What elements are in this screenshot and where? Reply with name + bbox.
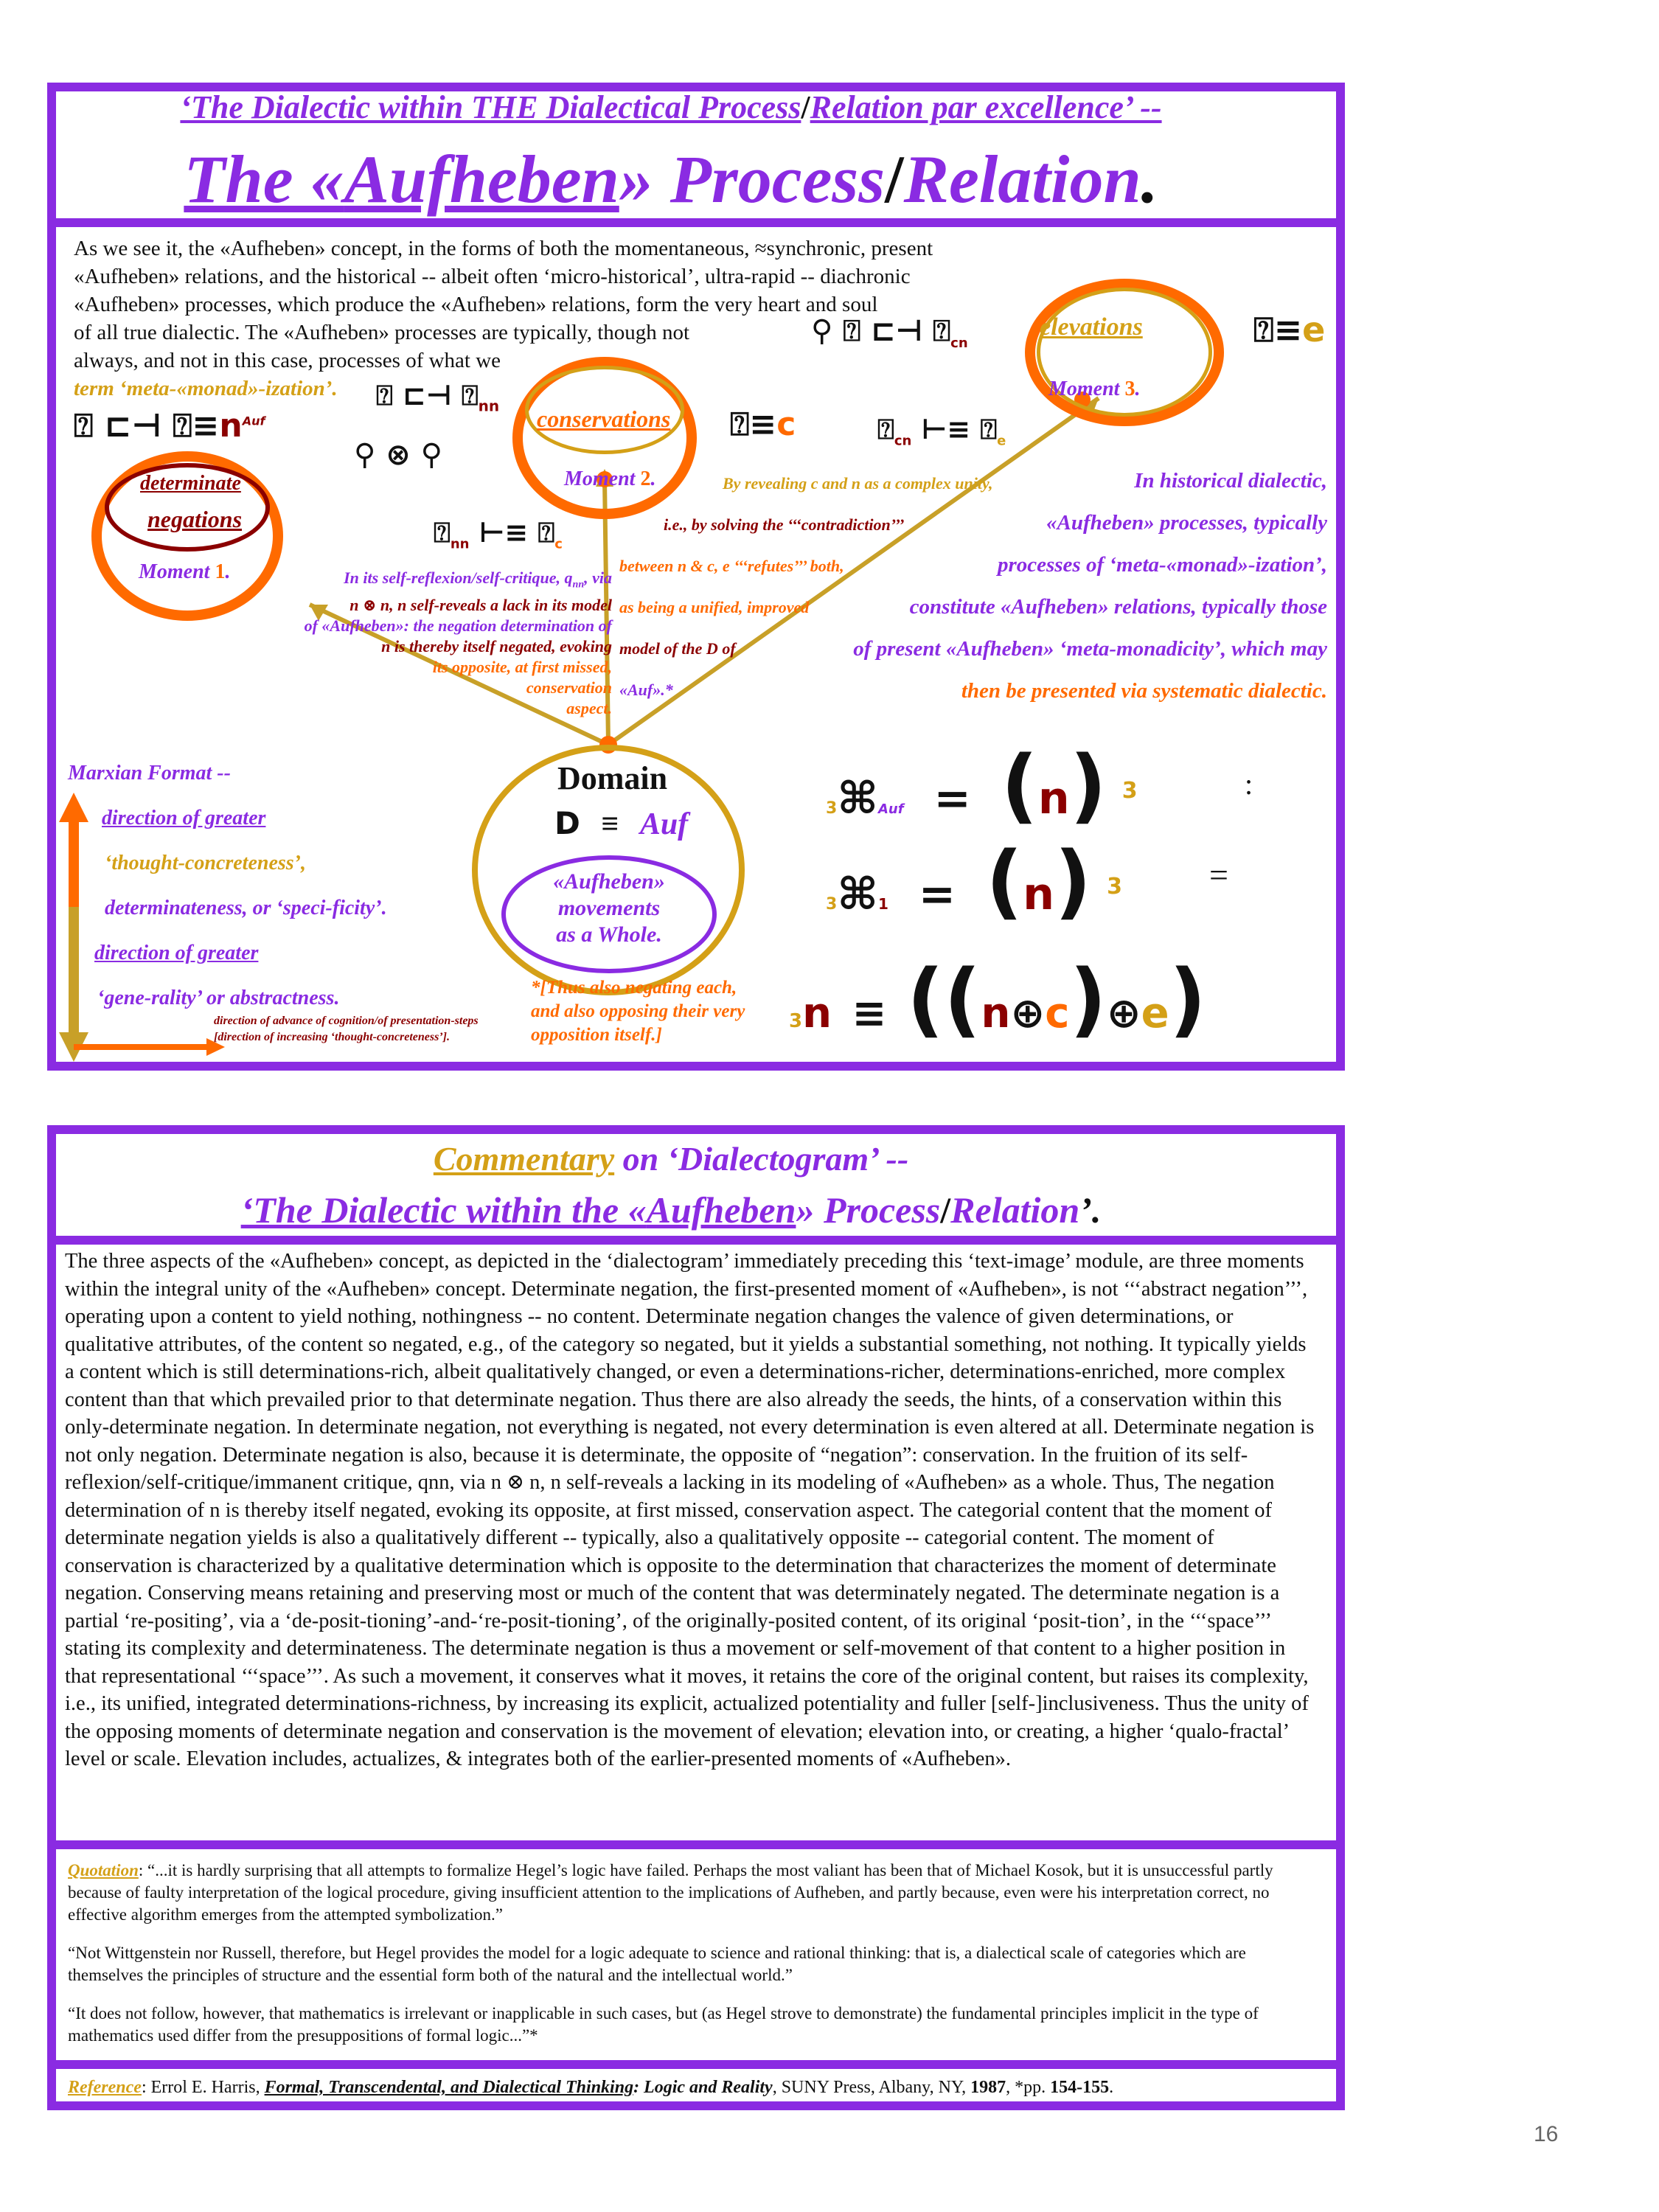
symbol-e-cluster: ⍰≡e bbox=[1253, 310, 1326, 349]
symbol-cn-e-cluster: ⍰cn ⊢≡ ⍰e bbox=[877, 413, 1006, 449]
marxian-format: Marxian Format -- direction of greater ‘… bbox=[68, 762, 387, 1009]
intro-line: term ‘meta-«monad»-ization’. bbox=[74, 377, 338, 400]
formula-row-2: 3⌘1 = (n) 3 bbox=[826, 834, 1123, 928]
quotation-3: “It does not follow, however, that mathe… bbox=[68, 2004, 1259, 2045]
moment-3-label: Moment 3. bbox=[1048, 378, 1141, 400]
intro-line: «Aufheben» relations, and the historical… bbox=[74, 265, 911, 288]
intro-line: always, and not in this case, processes … bbox=[74, 349, 501, 372]
arrow-domain-conservations bbox=[602, 479, 611, 745]
conservations-label: conservations bbox=[537, 406, 671, 432]
page-number: 16 bbox=[1534, 2122, 1559, 2146]
dialectogram-title: The «Aufheben» Process/Relation. bbox=[184, 142, 1158, 217]
symbol-otimes-cluster: ⚲ ⊗ ⚲ bbox=[354, 438, 442, 472]
symbol-nn-cluster: ⍰ ⊏⊣ ⍰nn bbox=[376, 379, 500, 415]
title-divider bbox=[47, 218, 1345, 227]
symbol-nn-c-cluster: ⍰nn ⊢≡ ⍰c bbox=[434, 516, 563, 552]
arrowhead-negations bbox=[310, 605, 328, 621]
commentary-quote-divider bbox=[47, 1840, 1345, 1849]
quotation-1: Quotation: “...it is hardly surprising t… bbox=[68, 1861, 1273, 1924]
negations-label-b: negations bbox=[147, 506, 243, 532]
domain-node bbox=[472, 745, 745, 995]
note-historical: In historical dialectic, «Aufheben» proc… bbox=[853, 469, 1327, 703]
elevations-node-inner bbox=[1037, 288, 1212, 417]
domain-formula: D ≡ Auf bbox=[554, 805, 689, 841]
formula-colon: : bbox=[1245, 768, 1253, 801]
note-revealing: By revealing c and n as a complex unity,… bbox=[619, 474, 993, 699]
formula-row-3: 3n ≡ ((n⊕c)⊕e) bbox=[789, 952, 1206, 1046]
dialectogram-frame bbox=[47, 83, 1345, 1071]
intro-line: «Aufheben» processes, which produce the … bbox=[74, 293, 878, 316]
note-self-reflexion: In its self-reflexion/self-critique, qnn… bbox=[304, 568, 612, 718]
symbol-c-cluster: ⍰≡c bbox=[730, 406, 796, 443]
moment-1-label: Moment 1. bbox=[139, 560, 231, 583]
moment-2-label: Moment 2. bbox=[564, 467, 656, 490]
intro-line: As we see it, the «Aufheben» concept, in… bbox=[74, 237, 933, 260]
symbol-cn-cluster: ⚲ ⍰ ⊏⊣ ⍰cn bbox=[811, 314, 968, 351]
domain-label: Domain bbox=[557, 760, 668, 796]
commentary-title-divider bbox=[47, 1236, 1345, 1245]
negations-node-inner bbox=[105, 463, 270, 552]
advance-legend: direction of advance of cognition/of pre… bbox=[214, 1015, 479, 1043]
arrow-domain-elevations bbox=[607, 396, 1100, 747]
commentary-ref-divider bbox=[47, 2060, 1345, 2069]
intro-line: of all true dialectic. The «Aufheben» pr… bbox=[74, 321, 690, 344]
symbol-n-cluster: ⍰ ⊏⊣ ⍰≡nAuf bbox=[74, 407, 265, 445]
domain-footnote: *[Thus also negating each, and also oppo… bbox=[531, 978, 745, 1045]
formula-row-1: 3⌘Auf = (n) 3 bbox=[826, 738, 1138, 832]
formula-equals: = bbox=[1209, 856, 1228, 894]
dialectogram-subtitle: ‘The Dialectic within THE Dialectical Pr… bbox=[180, 89, 1162, 125]
commentary-body: The three aspects of the «Aufheben» conc… bbox=[65, 1250, 1315, 1770]
arrow-domain-negations bbox=[308, 602, 610, 747]
negations-label-a: determinate bbox=[140, 472, 241, 495]
quotation-2: “Not Wittgenstein nor Russell, therefore… bbox=[68, 1944, 1246, 1984]
reference-line: Reference: Errol E. Harris, Formal, Tran… bbox=[68, 2078, 1114, 2097]
conservations-node-inner bbox=[525, 366, 684, 454]
commentary-title: Commentary on ‘Dialectogram’ -- bbox=[433, 1140, 909, 1178]
commentary-frame bbox=[47, 1125, 1345, 2110]
intro-paragraph: As we see it, the «Aufheben» concept, in… bbox=[74, 234, 1025, 403]
elevations-label: elevations bbox=[1040, 313, 1143, 341]
commentary-subtitle: ‘The Dialectic within the «Aufheben» Pro… bbox=[240, 1189, 1102, 1231]
quotation-block: Quotation: “...it is hardly surprising t… bbox=[68, 1860, 1321, 2063]
domain-inner-node bbox=[501, 855, 717, 973]
domain-inner-text: «Aufheben» movements as a Whole. bbox=[553, 869, 665, 947]
